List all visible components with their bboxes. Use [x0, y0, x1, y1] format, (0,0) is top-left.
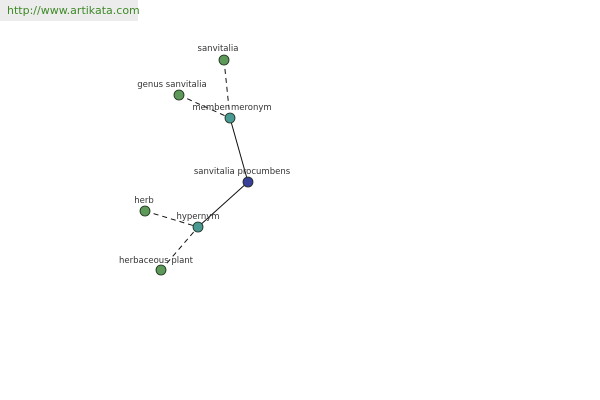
- node-sanvitalia-procumbens[interactable]: [242, 176, 254, 188]
- node-sanvitalia[interactable]: [218, 54, 230, 66]
- node-label-herbaceous-plant[interactable]: herbaceous plant: [119, 256, 194, 266]
- edge-sanvitalia-procumbens-to-hypernym: [197, 181, 249, 228]
- edge-genus-sanvitalia-to-member-meronym: [178, 94, 231, 119]
- edge-herb-to-hypernym: [144, 210, 199, 228]
- node-label-sanvitalia-procumbens[interactable]: sanvitalia procumbens: [194, 167, 291, 177]
- node-herbaceous-plant[interactable]: [155, 264, 167, 276]
- node-hypernym[interactable]: [192, 221, 204, 233]
- edge-sanvitalia-to-member-meronym: [223, 59, 231, 119]
- edge-herbaceous-plant-to-hypernym: [160, 226, 199, 271]
- node-label-member-meronym[interactable]: member meronym: [192, 103, 271, 113]
- node-label-herb[interactable]: herb: [134, 196, 154, 206]
- nodes-layer: [139, 54, 254, 276]
- edge-member-meronym-to-sanvitalia-procumbens: [229, 117, 249, 183]
- node-genus-sanvitalia[interactable]: [173, 89, 185, 101]
- labels-layer: sanvitalia genus sanvitalia member meronym…: [119, 44, 291, 266]
- node-herb[interactable]: [139, 205, 151, 217]
- edges-layer: [144, 59, 249, 271]
- node-label-hypernym[interactable]: hypernym: [176, 212, 219, 222]
- source-url-link[interactable]: http://www.artikata.com: [7, 4, 140, 17]
- node-member-meronym[interactable]: [224, 112, 236, 124]
- node-label-genus-sanvitalia[interactable]: genus sanvitalia: [137, 80, 206, 90]
- node-label-sanvitalia[interactable]: sanvitalia: [198, 44, 239, 54]
- source-url-banner: http://www.artikata.com: [0, 0, 140, 21]
